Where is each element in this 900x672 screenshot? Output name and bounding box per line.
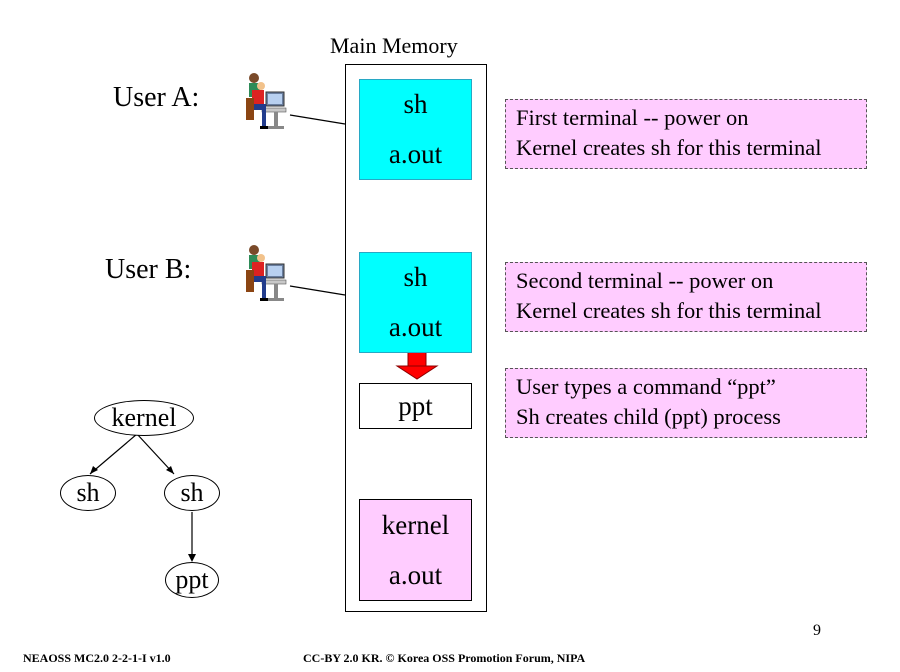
- memory-block-ppt: ppt: [359, 383, 472, 429]
- user-a-connector: [289, 114, 346, 125]
- main-memory-title: Main Memory: [330, 33, 458, 58]
- ppt-label: ppt: [398, 390, 433, 421]
- tree-node-sh-right: sh: [164, 475, 220, 511]
- user-a-label: User A:: [113, 82, 200, 113]
- tree-node-kernel: kernel: [94, 400, 194, 436]
- note-line: First terminal -- power on: [516, 105, 749, 130]
- user-b-label: User B:: [105, 254, 192, 285]
- footer-center: CC-BY 2.0 KR. © Korea OSS Promotion Foru…: [303, 651, 586, 665]
- memory-block-user-a: sh a.out: [359, 79, 472, 180]
- user-at-computer-icon: [238, 72, 288, 130]
- note-user-command: User types a command “ppt” Sh creates ch…: [505, 368, 867, 438]
- note-first-terminal: First terminal -- power on Kernel create…: [505, 99, 867, 169]
- tree-node-ppt: ppt: [165, 562, 219, 598]
- note-line: Second terminal -- power on: [516, 268, 774, 293]
- user-at-computer-icon: [238, 244, 288, 302]
- tree-arrowhead: [90, 466, 98, 474]
- tree-arrowhead: [188, 554, 196, 562]
- tree-arrowhead: [166, 466, 174, 474]
- tree-node-sh-left: sh: [60, 475, 116, 511]
- note-line: User types a command “ppt”: [516, 374, 776, 399]
- block-a-aout: a.out: [388, 138, 443, 169]
- tree-edge-kernel-sh-right: [136, 433, 175, 475]
- note-line: Kernel creates sh for this terminal: [516, 135, 822, 160]
- block-b-aout: a.out: [388, 311, 443, 342]
- footer-left: NEAOSS MC2.0 2-2-1-I v1.0: [23, 651, 171, 665]
- page-number: 9: [813, 622, 821, 639]
- block-a-sh: sh: [403, 89, 428, 120]
- user-b-connector: [289, 285, 346, 296]
- note-line: Kernel creates sh for this terminal: [516, 298, 822, 323]
- memory-block-user-b: sh a.out: [359, 252, 472, 353]
- tree-edge-kernel-sh-left: [89, 433, 138, 475]
- kernel-label: kernel: [381, 509, 450, 540]
- note-second-terminal: Second terminal -- power on Kernel creat…: [505, 262, 867, 332]
- main-memory-frame: [345, 64, 487, 612]
- kernel-aout: a.out: [388, 559, 443, 590]
- block-b-sh: sh: [403, 262, 428, 293]
- note-line: Sh creates child (ppt) process: [516, 404, 781, 429]
- memory-block-kernel: kernel a.out: [359, 499, 472, 601]
